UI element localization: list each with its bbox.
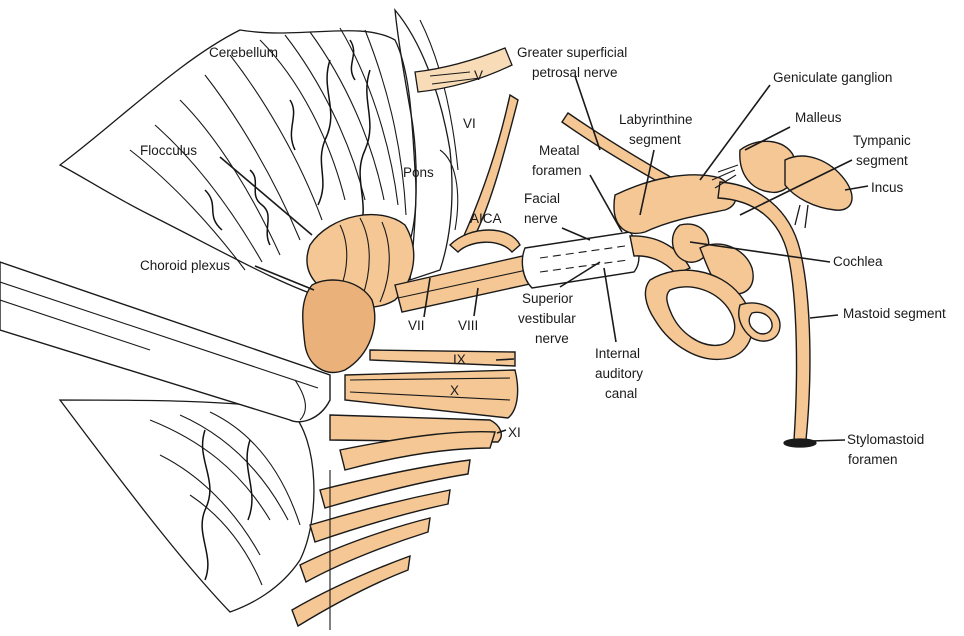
label-mastoid: Mastoid segment <box>843 306 946 321</box>
label-meatal-line1: Meatal <box>539 143 580 158</box>
retractor <box>0 262 330 422</box>
label-facial-line2: nerve <box>524 211 558 226</box>
nerve-rootlets <box>292 432 495 630</box>
label-sup-vest-line1: Superior <box>522 291 574 306</box>
label-nerve-v: V <box>474 68 483 83</box>
label-flocculus: Flocculus <box>140 143 197 158</box>
label-gsp-line2: petrosal nerve <box>532 65 618 80</box>
label-iac-line2: auditory <box>595 366 643 381</box>
label-tympanic-line1: Tympanic <box>853 133 911 148</box>
label-meatal-line2: foramen <box>532 163 582 178</box>
label-nerve-vi: VI <box>463 116 476 131</box>
label-cerebellum: Cerebellum <box>209 45 278 60</box>
label-pons: Pons <box>403 165 434 180</box>
label-nerve-viii: VIII <box>458 318 478 333</box>
cerebellum-lower <box>60 400 314 612</box>
label-stylo-line1: Stylomastoid <box>847 432 924 447</box>
nerve-x <box>345 370 518 418</box>
label-nerve-x: X <box>450 383 459 398</box>
label-iac-line1: Internal <box>595 346 640 361</box>
label-facial-line1: Facial <box>524 191 560 206</box>
nerve-v <box>415 48 512 92</box>
label-sup-vest-line2: vestibular <box>518 311 576 326</box>
aica-artery <box>450 230 520 252</box>
label-nerve-xi: XI <box>508 425 521 440</box>
label-aica: AICA <box>470 211 502 226</box>
label-labyrinthine-line1: Labyrinthine <box>619 112 693 127</box>
semicircular-canals <box>645 270 780 359</box>
label-nerve-ix: IX <box>453 352 466 367</box>
label-choroid-plexus: Choroid plexus <box>140 258 230 273</box>
label-incus: Incus <box>871 180 904 195</box>
label-sup-vest-line3: nerve <box>535 331 569 346</box>
label-labyrinthine-line2: segment <box>629 132 681 147</box>
geniculate-ganglion <box>614 175 736 234</box>
label-stylo-line2: foramen <box>848 452 898 467</box>
label-malleus: Malleus <box>795 110 842 125</box>
label-cochlea: Cochlea <box>833 254 883 269</box>
label-tympanic-line2: segment <box>856 153 908 168</box>
nerve-ix <box>370 350 515 366</box>
label-gsp-line1: Greater superficial <box>517 45 627 60</box>
choroid-plexus <box>303 280 375 372</box>
label-geniculate: Geniculate ganglion <box>773 70 892 85</box>
label-nerve-vii: VII <box>408 318 425 333</box>
incus <box>785 156 852 228</box>
label-iac-line3: canal <box>605 386 637 401</box>
